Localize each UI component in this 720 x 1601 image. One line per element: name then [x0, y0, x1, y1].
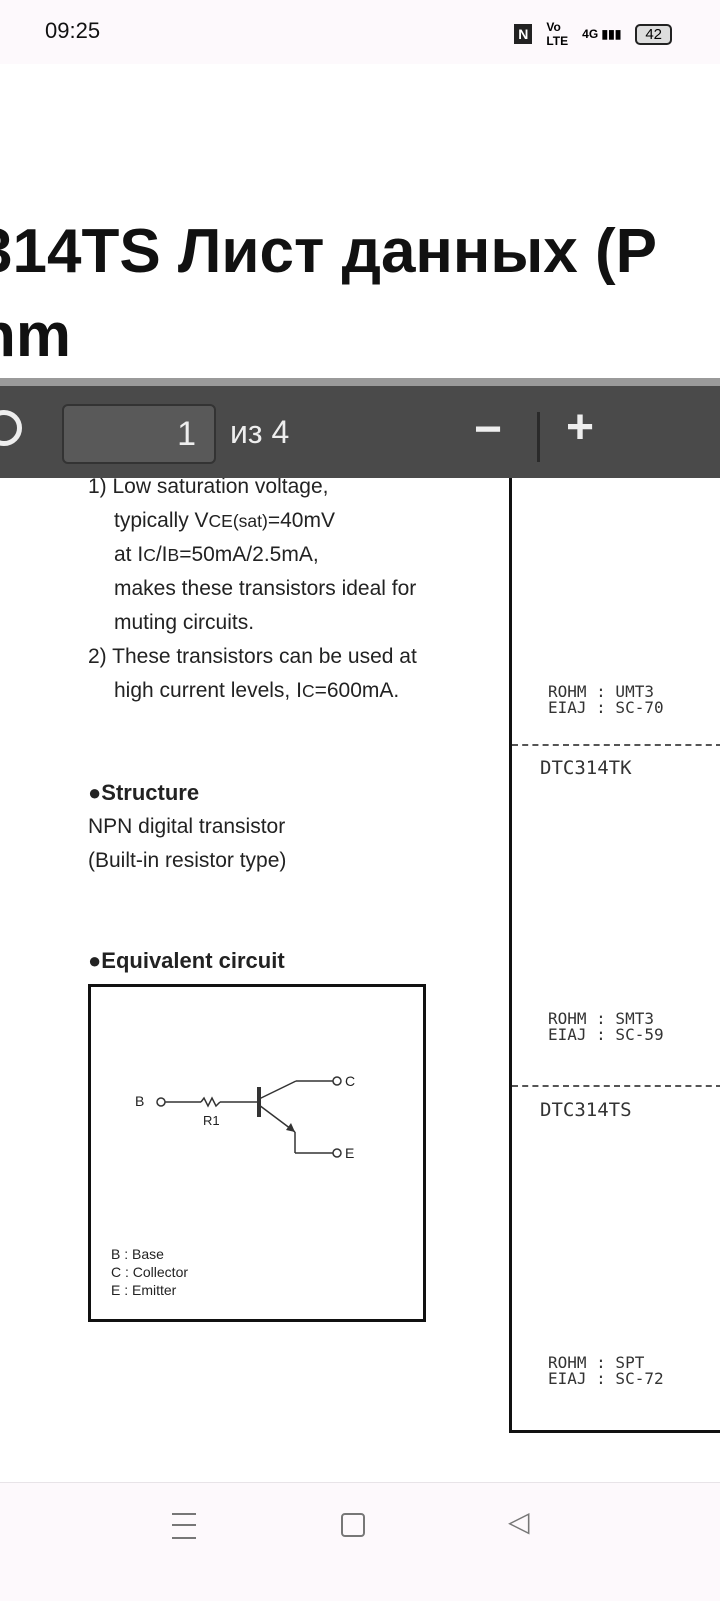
page-number-input[interactable]: 1 — [62, 404, 216, 464]
features-list: 1) Low saturation voltage, typically VCE… — [88, 478, 417, 708]
feature-line: 2) These transistors can be used at — [88, 645, 417, 668]
pdf-page: 1) Low saturation voltage, typically VCE… — [0, 478, 720, 1480]
structure-text: (Built-in resistor type) — [88, 849, 287, 872]
page-title-line2: hm — [0, 301, 71, 370]
feature-line: 1) Low saturation voltage, — [88, 478, 329, 498]
package-frame-border — [509, 478, 512, 1432]
structure-text: NPN digital transistor — [88, 815, 286, 838]
feature-line: high current levels, IC=600mA. — [114, 679, 400, 702]
back-icon[interactable]: ◁ — [508, 1506, 530, 1537]
package-frame-bottom — [509, 1430, 720, 1433]
menu-icon[interactable] — [172, 1513, 196, 1539]
package-name: DTC314TK — [540, 757, 632, 779]
battery-icon: 42 — [635, 23, 672, 45]
label-r1: R1 — [203, 1113, 220, 1128]
label-collector: C — [345, 1073, 356, 1089]
rotate-icon[interactable] — [0, 410, 22, 446]
signal-icon: 4G ▮▮▮ — [582, 27, 622, 41]
feature-line: makes these transistors ideal for — [114, 577, 417, 600]
feature-line: typically VCE(sat)=40mV — [114, 509, 335, 532]
home-icon[interactable] — [341, 1513, 365, 1537]
divider — [512, 1085, 720, 1087]
page-title: 314TS Лист данных (P — [0, 217, 657, 286]
feature-line: at IC/IB=50mA/2.5mA, — [114, 543, 319, 566]
clock: 09:25 — [45, 18, 101, 43]
navigation-bar: ◁ — [0, 1482, 720, 1601]
pdf-toolbar: 1 из 4 − + — [0, 378, 720, 478]
transistor-symbol — [156, 1076, 342, 1158]
label-emitter: E — [345, 1145, 355, 1161]
label-base: B — [135, 1093, 145, 1109]
page-count: из 4 — [230, 414, 290, 450]
divider — [512, 744, 720, 746]
structure-heading: ●Structure — [88, 780, 200, 805]
zoom-in-button[interactable]: + — [566, 401, 595, 454]
divider — [537, 412, 540, 462]
circuit-heading: ●Equivalent circuit — [88, 948, 285, 973]
package-name: DTC314TS — [540, 1099, 632, 1121]
feature-line: muting circuits. — [114, 611, 255, 634]
zoom-out-button[interactable]: − — [474, 403, 503, 456]
nfc-icon: N — [514, 24, 533, 44]
